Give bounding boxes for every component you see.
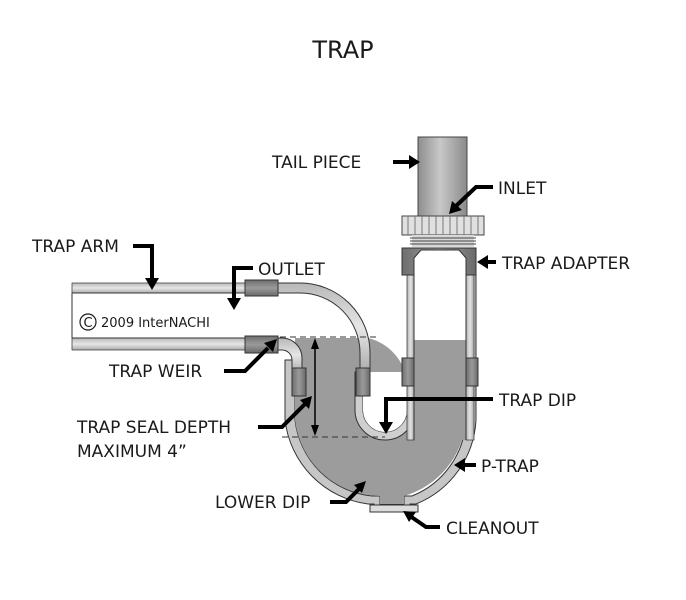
riser-nut-left xyxy=(401,357,415,387)
inlet-riser xyxy=(406,257,475,441)
diagram-title: TRAP xyxy=(311,36,373,64)
riser-nut-right xyxy=(465,357,479,387)
trap-arm-arrow xyxy=(133,244,154,280)
copyright-symbol: C xyxy=(83,316,92,331)
label-trap-weir: TRAP WEIR xyxy=(108,362,202,382)
trap-arm-arrowhead xyxy=(145,278,159,290)
label-trap-dip: TRAP DIP xyxy=(498,391,576,411)
label-trap-seal-max: MAXIMUM 4” xyxy=(77,442,187,462)
outlet-nut-top xyxy=(244,279,279,297)
trap-adapter xyxy=(401,247,477,276)
label-p-trap: P-TRAP xyxy=(481,457,539,477)
seal-depth-arrowhead-top xyxy=(311,338,319,349)
label-tail-piece: TAIL PIECE xyxy=(271,153,361,173)
ptrap-nut-left xyxy=(291,367,307,397)
copyright-icon xyxy=(79,313,97,331)
outlet-arrow xyxy=(232,266,253,300)
cleanout-cap xyxy=(369,504,419,513)
cleanout-arrow xyxy=(408,514,440,529)
trap-dip-arrowhead xyxy=(379,422,393,434)
lower-dip-arrow xyxy=(330,486,362,504)
label-trap-arm: TRAP ARM xyxy=(31,237,119,257)
seal-depth-arrow xyxy=(258,402,307,429)
trap-dip-arrow xyxy=(384,397,493,423)
label-trap-adapter: TRAP ADAPTER xyxy=(501,254,630,274)
slip-nut xyxy=(401,215,485,247)
label-cleanout: CLEANOUT xyxy=(446,519,539,539)
inlet-arrow xyxy=(454,185,493,208)
label-inlet: INLET xyxy=(498,179,547,199)
outlet-arrowhead xyxy=(227,298,241,310)
inlet-arrowhead xyxy=(449,201,462,214)
copyright-notice: C 2009 InterNACHI xyxy=(79,313,210,331)
lower-dip-arrowhead xyxy=(354,481,366,493)
trap-weir-arrowhead xyxy=(264,339,277,352)
trap-arm xyxy=(71,282,248,351)
label-outlet: OUTLET xyxy=(258,260,325,280)
p-trap-arrowhead xyxy=(454,458,465,472)
label-trap-seal-depth: TRAP SEAL DEPTH xyxy=(76,418,231,438)
label-lower-dip: LOWER DIP xyxy=(215,493,310,513)
cleanout-arrowhead xyxy=(403,511,416,522)
weir-bend xyxy=(277,337,303,373)
ptrap-nut-right xyxy=(355,367,371,397)
tail-piece-arrowhead xyxy=(409,155,420,169)
copyright-text: 2009 InterNACHI xyxy=(101,316,210,331)
seal-depth-arrowhead-bottom xyxy=(311,425,319,436)
seal-depth-pointer-head xyxy=(300,396,312,409)
trap-weir-arrow xyxy=(224,346,270,373)
trap-adapter-arrowhead xyxy=(477,255,488,269)
